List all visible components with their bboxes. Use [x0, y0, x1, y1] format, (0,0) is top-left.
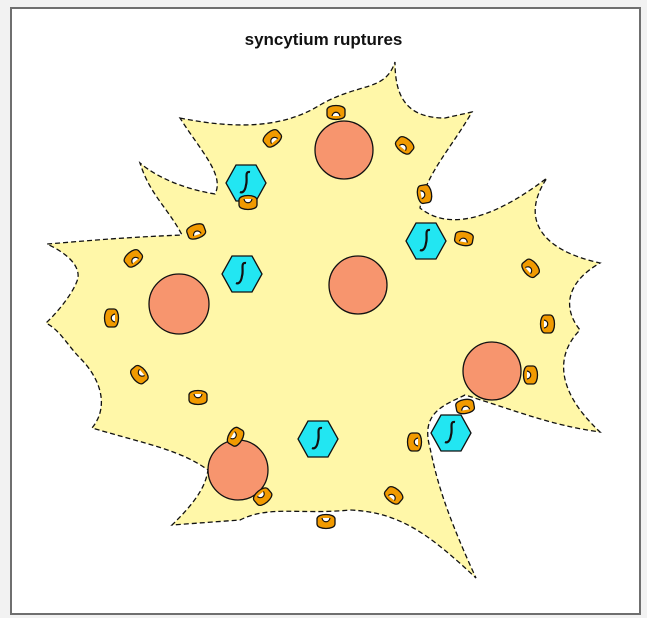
organelle-icon: [189, 391, 207, 405]
organelle-icon: [327, 106, 345, 120]
nucleus-icon: [149, 274, 209, 334]
organelle-icon: [524, 366, 538, 384]
organelle-icon: [239, 196, 257, 210]
nucleus-icon: [315, 121, 373, 179]
organelle-icon: [105, 309, 119, 327]
organelle-icon: [455, 398, 475, 415]
nucleus-icon: [463, 342, 521, 400]
receptor-hexagon-icon: [431, 415, 471, 451]
organelle-icon: [408, 433, 422, 451]
organelle-icon: [541, 315, 555, 333]
organelle-icon: [317, 515, 335, 529]
nucleus-icon: [329, 256, 387, 314]
